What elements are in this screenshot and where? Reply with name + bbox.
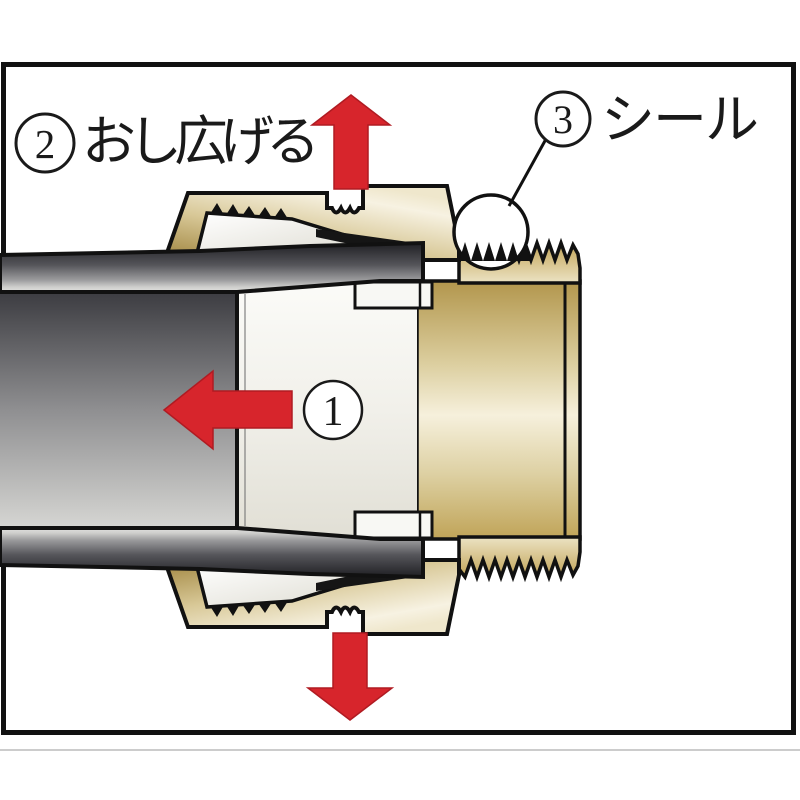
step3-label: シール — [601, 90, 757, 150]
pipe-upper-wall — [0, 240, 425, 294]
step1-number: 1 — [323, 389, 344, 435]
arrow-down-icon — [305, 632, 395, 721]
label-step2: 2 おし広げる — [14, 112, 321, 174]
arrow-left-icon — [162, 369, 293, 451]
step3-number: 3 — [553, 97, 573, 142]
male-thread-bottom — [457, 535, 582, 583]
seal-leader-line — [507, 138, 548, 207]
label-step1: 1 — [302, 379, 364, 441]
step1-circle — [302, 379, 364, 441]
thread-teeth-over-seal — [459, 242, 531, 261]
seal-circle — [452, 193, 530, 271]
grab-ring-teeth-bottom — [210, 601, 288, 617]
grab-ring-teeth-top — [210, 203, 288, 219]
pipe-lower-wall — [0, 526, 425, 580]
step2-number: 2 — [35, 121, 56, 167]
body-interior — [415, 279, 582, 541]
step3-circle — [534, 90, 592, 148]
step2-label: おし広げる — [82, 112, 313, 172]
label-step3: 3 シール — [534, 90, 759, 150]
step2-circle — [14, 112, 76, 174]
pipe-bore — [0, 292, 237, 528]
arrow-up-icon — [309, 94, 393, 190]
